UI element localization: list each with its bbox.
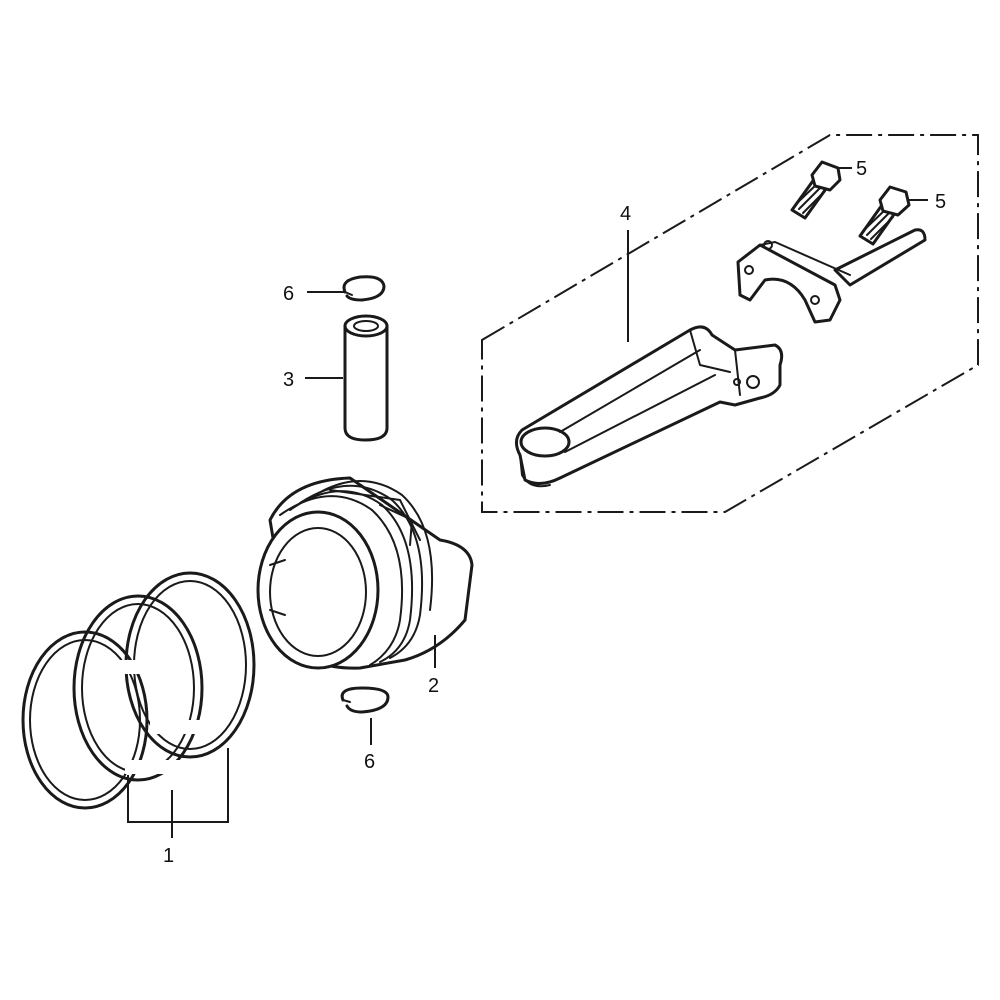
pin-clip-top xyxy=(342,275,386,302)
piston-rings xyxy=(21,571,256,810)
leader-lines xyxy=(127,167,928,838)
callout-6b: 6 xyxy=(364,751,375,773)
piston-pin xyxy=(343,314,389,442)
piston xyxy=(256,476,474,670)
connecting-rod-cap xyxy=(736,228,927,324)
callout-5a: 5 xyxy=(856,158,867,180)
callout-6a: 6 xyxy=(283,283,294,305)
pin-clip-bottom xyxy=(340,686,390,714)
callout-3: 3 xyxy=(283,369,294,391)
callout-2: 2 xyxy=(428,675,439,697)
connecting-rod xyxy=(515,325,784,488)
callout-4: 4 xyxy=(620,203,631,225)
rod-bolt-b xyxy=(858,185,911,246)
piston-ring-2 xyxy=(72,594,204,782)
connecting-rod-set-boundary xyxy=(481,134,979,513)
callout-5b: 5 xyxy=(935,191,946,213)
rod-bolt-a xyxy=(790,160,842,220)
callout-1: 1 xyxy=(163,845,174,867)
